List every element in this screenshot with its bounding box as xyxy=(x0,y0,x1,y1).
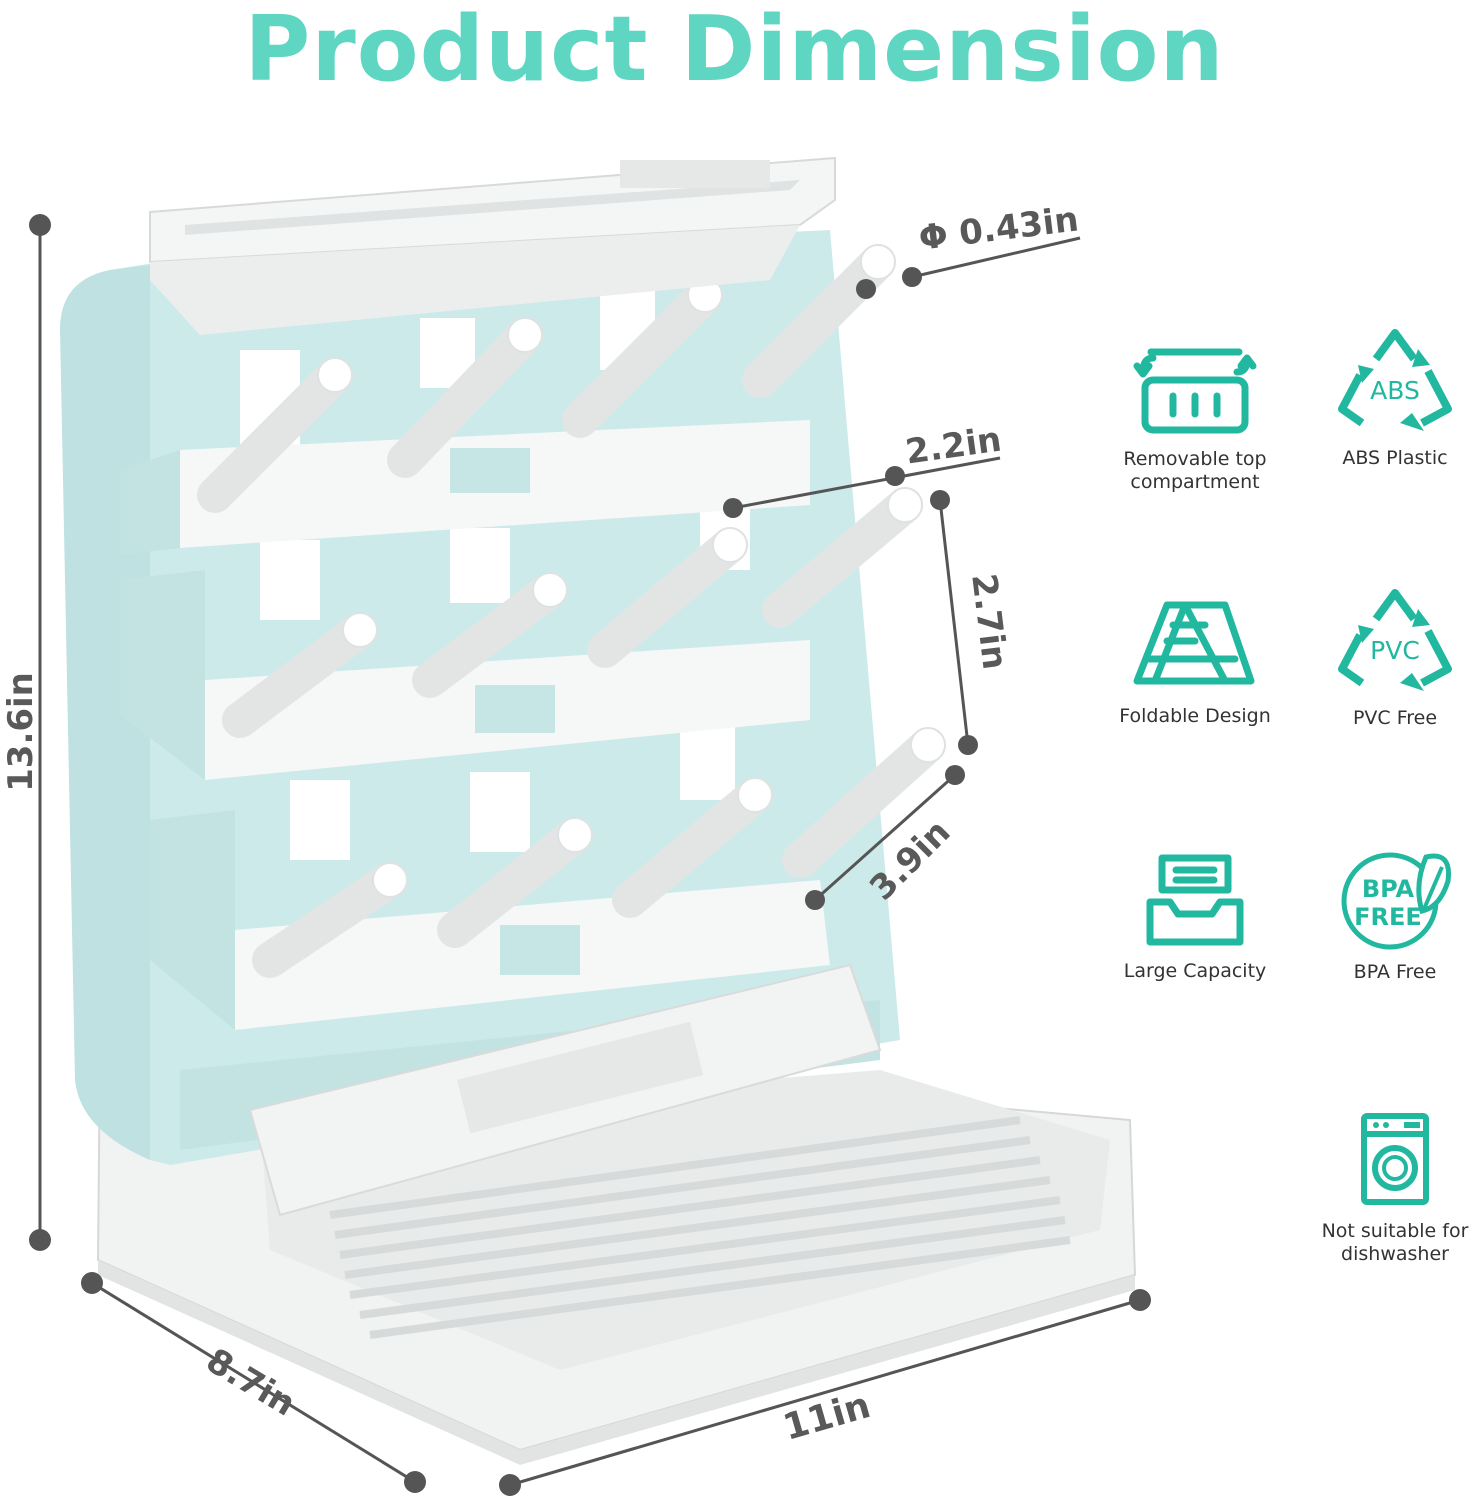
recycle-pvc-icon: PVC xyxy=(1338,589,1452,691)
bpa-badge-top: BPA xyxy=(1362,875,1415,903)
removable-top-icon xyxy=(1133,348,1257,434)
page-title: Product Dimension xyxy=(244,0,1225,102)
bpa-badge-bottom: FREE xyxy=(1354,903,1422,931)
feature-removable-top: Removable top compartment xyxy=(1100,338,1290,494)
feature-label: PVC Free xyxy=(1352,707,1438,729)
height-label: 13.6in xyxy=(1,672,41,792)
feature-label: BPA Free xyxy=(1353,961,1437,983)
dimension-lines xyxy=(29,214,1151,1496)
feature-dishwasher: Not suitable for dishwasher xyxy=(1300,1110,1469,1266)
feature-label: Foldable Design xyxy=(1119,705,1271,727)
abs-badge-text: ABS xyxy=(1370,376,1420,405)
bpa-free-icon: BPA FREE xyxy=(1341,852,1452,950)
pvc-badge-text: PVC xyxy=(1370,636,1420,665)
recycle-abs-icon: ABS xyxy=(1338,329,1452,431)
width-label: 11in xyxy=(779,1385,875,1449)
peg-spacing-label: 2.2in xyxy=(903,420,1004,473)
feature-label: Removable top compartment xyxy=(1123,448,1267,493)
feature-foldable: Foldable Design xyxy=(1100,595,1290,728)
top-compartment xyxy=(149,156,836,335)
feature-label: ABS Plastic xyxy=(1342,447,1448,469)
row-spacing-label: 2.7in xyxy=(963,572,1014,672)
features-panel: Removable top compartment ABS ABS Plasti… xyxy=(1100,320,1469,1280)
hinge xyxy=(248,963,882,1217)
feature-pvc: PVC PVC Free xyxy=(1300,585,1469,730)
feature-capacity: Large Capacity xyxy=(1100,850,1290,983)
feature-bpa: BPA FREE BPA Free xyxy=(1300,845,1469,984)
feature-label: Large Capacity xyxy=(1123,960,1267,982)
capacity-tray-icon xyxy=(1146,854,1244,946)
washing-machine-icon xyxy=(1361,1113,1429,1205)
feature-label: Not suitable for dishwasher xyxy=(1321,1220,1469,1265)
peg-diameter-label: Φ 0.43in xyxy=(917,199,1081,258)
foldable-icon xyxy=(1133,601,1255,685)
feature-abs: ABS ABS Plastic xyxy=(1300,325,1469,470)
pegs xyxy=(197,244,946,978)
